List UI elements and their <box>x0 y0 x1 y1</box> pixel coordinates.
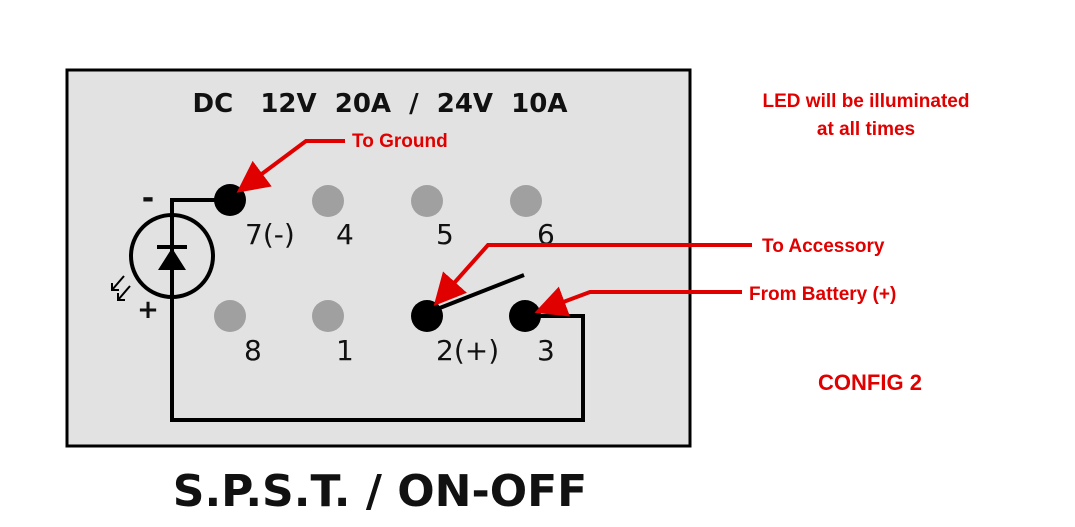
pin-3-label: 3 <box>537 334 555 367</box>
accessory-arrow <box>433 243 752 306</box>
to-ground-label: To Ground <box>352 131 448 152</box>
to-accessory-label: To Accessory <box>762 236 885 257</box>
led-circle <box>129 213 215 299</box>
led-minus-label: - <box>142 181 154 216</box>
pin-2-label: 2(+) <box>436 334 499 367</box>
annotation-arrows <box>236 139 752 317</box>
ground-wire <box>170 198 585 422</box>
wires <box>170 198 585 422</box>
pin-7 <box>214 184 246 216</box>
pin-8 <box>214 300 246 332</box>
battery-arrow <box>534 286 742 317</box>
config-label: CONFIG 2 <box>818 370 922 395</box>
led-plus-label: + <box>137 295 159 325</box>
pin-4 <box>312 185 344 217</box>
switch-lever <box>426 273 525 315</box>
led-note-line2: at all times <box>817 119 915 140</box>
led-indicator: - + <box>111 181 215 325</box>
pin-4-label: 4 <box>336 218 354 251</box>
rating-label: DC 12V 20A / 24V 10A <box>193 89 568 119</box>
switch-panel <box>65 68 692 448</box>
pin-labels: 7(-) 4 5 6 8 1 2(+) 3 <box>244 218 555 367</box>
pin-3 <box>509 300 541 332</box>
ground-arrow <box>236 139 345 193</box>
pin-5-label: 5 <box>436 218 454 251</box>
pin-2 <box>411 300 443 332</box>
led-note-line1: LED will be illuminated <box>763 91 970 112</box>
pin-6 <box>510 185 542 217</box>
pin-5 <box>411 185 443 217</box>
pin-8-label: 8 <box>244 334 262 367</box>
pin-1 <box>312 300 344 332</box>
pin-6-label: 6 <box>537 218 555 251</box>
pin-1-label: 1 <box>336 334 354 367</box>
light-emission-icon <box>111 275 131 301</box>
from-battery-label: From Battery (+) <box>749 284 896 305</box>
diagram-title: S.P.S.T. / ON-OFF <box>172 466 588 517</box>
pin-7-label: 7(-) <box>245 218 295 251</box>
